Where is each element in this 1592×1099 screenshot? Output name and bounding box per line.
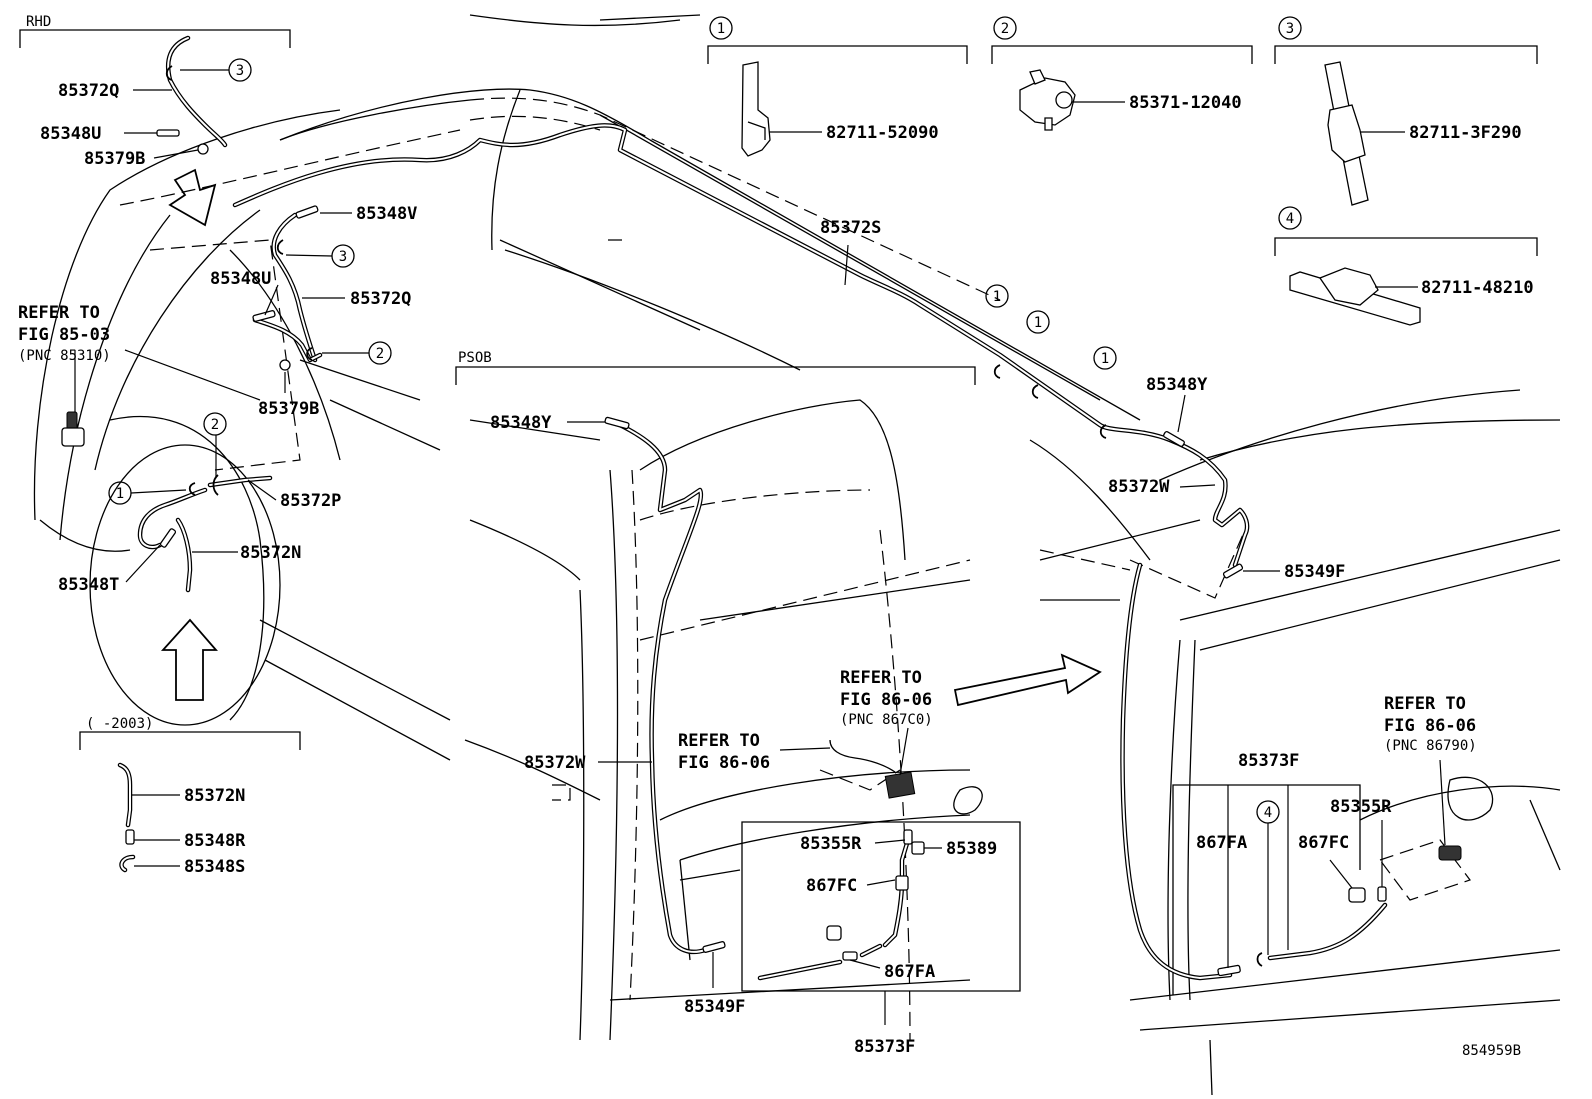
- refer-4-line-1: REFER TO: [1384, 694, 1466, 714]
- label-85348U-top: 85348U: [40, 124, 101, 144]
- section-rhd: RHD: [26, 14, 51, 30]
- callout-circle-3: 3: [1286, 21, 1294, 37]
- part-85371-12040: 85371-12040: [1129, 93, 1242, 113]
- label-867FC-left: 867FC: [806, 876, 857, 896]
- refer-1-line-3: (PNC 85310): [18, 348, 111, 364]
- label-85389: 85389: [946, 839, 997, 859]
- marker-3-mid: 3: [339, 249, 347, 265]
- label-85372P: 85372P: [280, 491, 341, 511]
- label-85373F-left: 85373F: [854, 1037, 915, 1057]
- label-867FC-right: 867FC: [1298, 833, 1349, 853]
- marker-3-top: 3: [236, 63, 244, 79]
- label-85348Y-left: 85348Y: [490, 413, 552, 433]
- label-85372Q-mid: 85372Q: [350, 289, 411, 309]
- callout-sketches: [741, 61, 1421, 326]
- marker-2-mid: 2: [376, 346, 384, 362]
- washer-hoses: [117, 35, 1388, 981]
- callout-circles: 1 2 3 4 3 3 2 2 1 1 1 1 4: [108, 16, 1302, 824]
- callout-circle-4: 4: [1286, 211, 1294, 227]
- refer-2-line-2: FIG 86-06: [678, 753, 770, 773]
- label-85372W-right: 85372W: [1108, 477, 1170, 497]
- refer-4-line-3: (PNC 86790): [1384, 738, 1477, 754]
- section-year-range: ( -2003): [86, 716, 153, 732]
- marker-1-roof-c: 1: [1101, 351, 1109, 367]
- refer-2-line-1: REFER TO: [678, 731, 760, 751]
- label-85379B-mid: 85379B: [258, 399, 319, 419]
- marker-4-rear: 4: [1264, 805, 1272, 821]
- marker-1-low: 1: [116, 486, 124, 502]
- section-brackets: [19, 29, 1538, 995]
- refer-3-line-1: REFER TO: [840, 668, 922, 688]
- diagram-id: 854959B: [1462, 1043, 1521, 1059]
- leader-lines: [74, 69, 1446, 1025]
- small-parts: [61, 65, 1462, 977]
- marker-1-roof-a: 1: [993, 289, 1001, 305]
- part-labels: 82711-52090 85371-12040 82711-3F290 8271…: [40, 81, 1534, 1057]
- label-85379B-top: 85379B: [84, 149, 145, 169]
- label-85372W-left: 85372W: [524, 753, 586, 773]
- label-867FA-left: 867FA: [884, 962, 935, 982]
- section-psob: PSOB: [458, 350, 492, 366]
- label-867FA-right: 867FA: [1196, 833, 1247, 853]
- marker-2-low: 2: [211, 417, 219, 433]
- callout-circle-2: 2: [1001, 21, 1009, 37]
- part-82711-48210: 82711-48210: [1421, 278, 1534, 298]
- refer-3-line-2: FIG 86-06: [840, 690, 932, 710]
- label-85349F-right: 85349F: [1284, 562, 1345, 582]
- label-85355R-left: 85355R: [800, 834, 862, 854]
- callout-circle-1: 1: [717, 21, 725, 37]
- label-85348T: 85348T: [58, 575, 119, 595]
- marker-1-roof-b: 1: [1034, 315, 1042, 331]
- refer-3-line-3: (PNC 867C0): [840, 712, 933, 728]
- label-85373F-right: 85373F: [1238, 751, 1299, 771]
- label-85372Q-top: 85372Q: [58, 81, 119, 101]
- refer-1-line-1: REFER TO: [18, 303, 100, 323]
- label-85348R: 85348R: [184, 831, 246, 851]
- refer-4-line-2: FIG 86-06: [1384, 716, 1476, 736]
- part-82711-52090: 82711-52090: [826, 123, 939, 143]
- label-85372S: 85372S: [820, 218, 881, 238]
- refer-notes: REFER TO FIG 85-03 (PNC 85310) REFER TO …: [18, 303, 1477, 773]
- part-82711-3F290: 82711-3F290: [1409, 123, 1522, 143]
- label-85372N: 85372N: [240, 543, 301, 563]
- label-85348V: 85348V: [356, 204, 417, 224]
- label-85348Y-right: 85348Y: [1146, 375, 1208, 395]
- label-85349F-left: 85349F: [684, 997, 745, 1017]
- refer-1-line-2: FIG 85-03: [18, 325, 110, 345]
- label-85372N-b: 85372N: [184, 786, 245, 806]
- direction-arrows: [160, 168, 1102, 707]
- label-85355R-right: 85355R: [1330, 797, 1392, 817]
- vehicle-body-outline: [33, 14, 1561, 1096]
- label-85348U-mid: 85348U: [210, 269, 271, 289]
- label-85348S: 85348S: [184, 857, 245, 877]
